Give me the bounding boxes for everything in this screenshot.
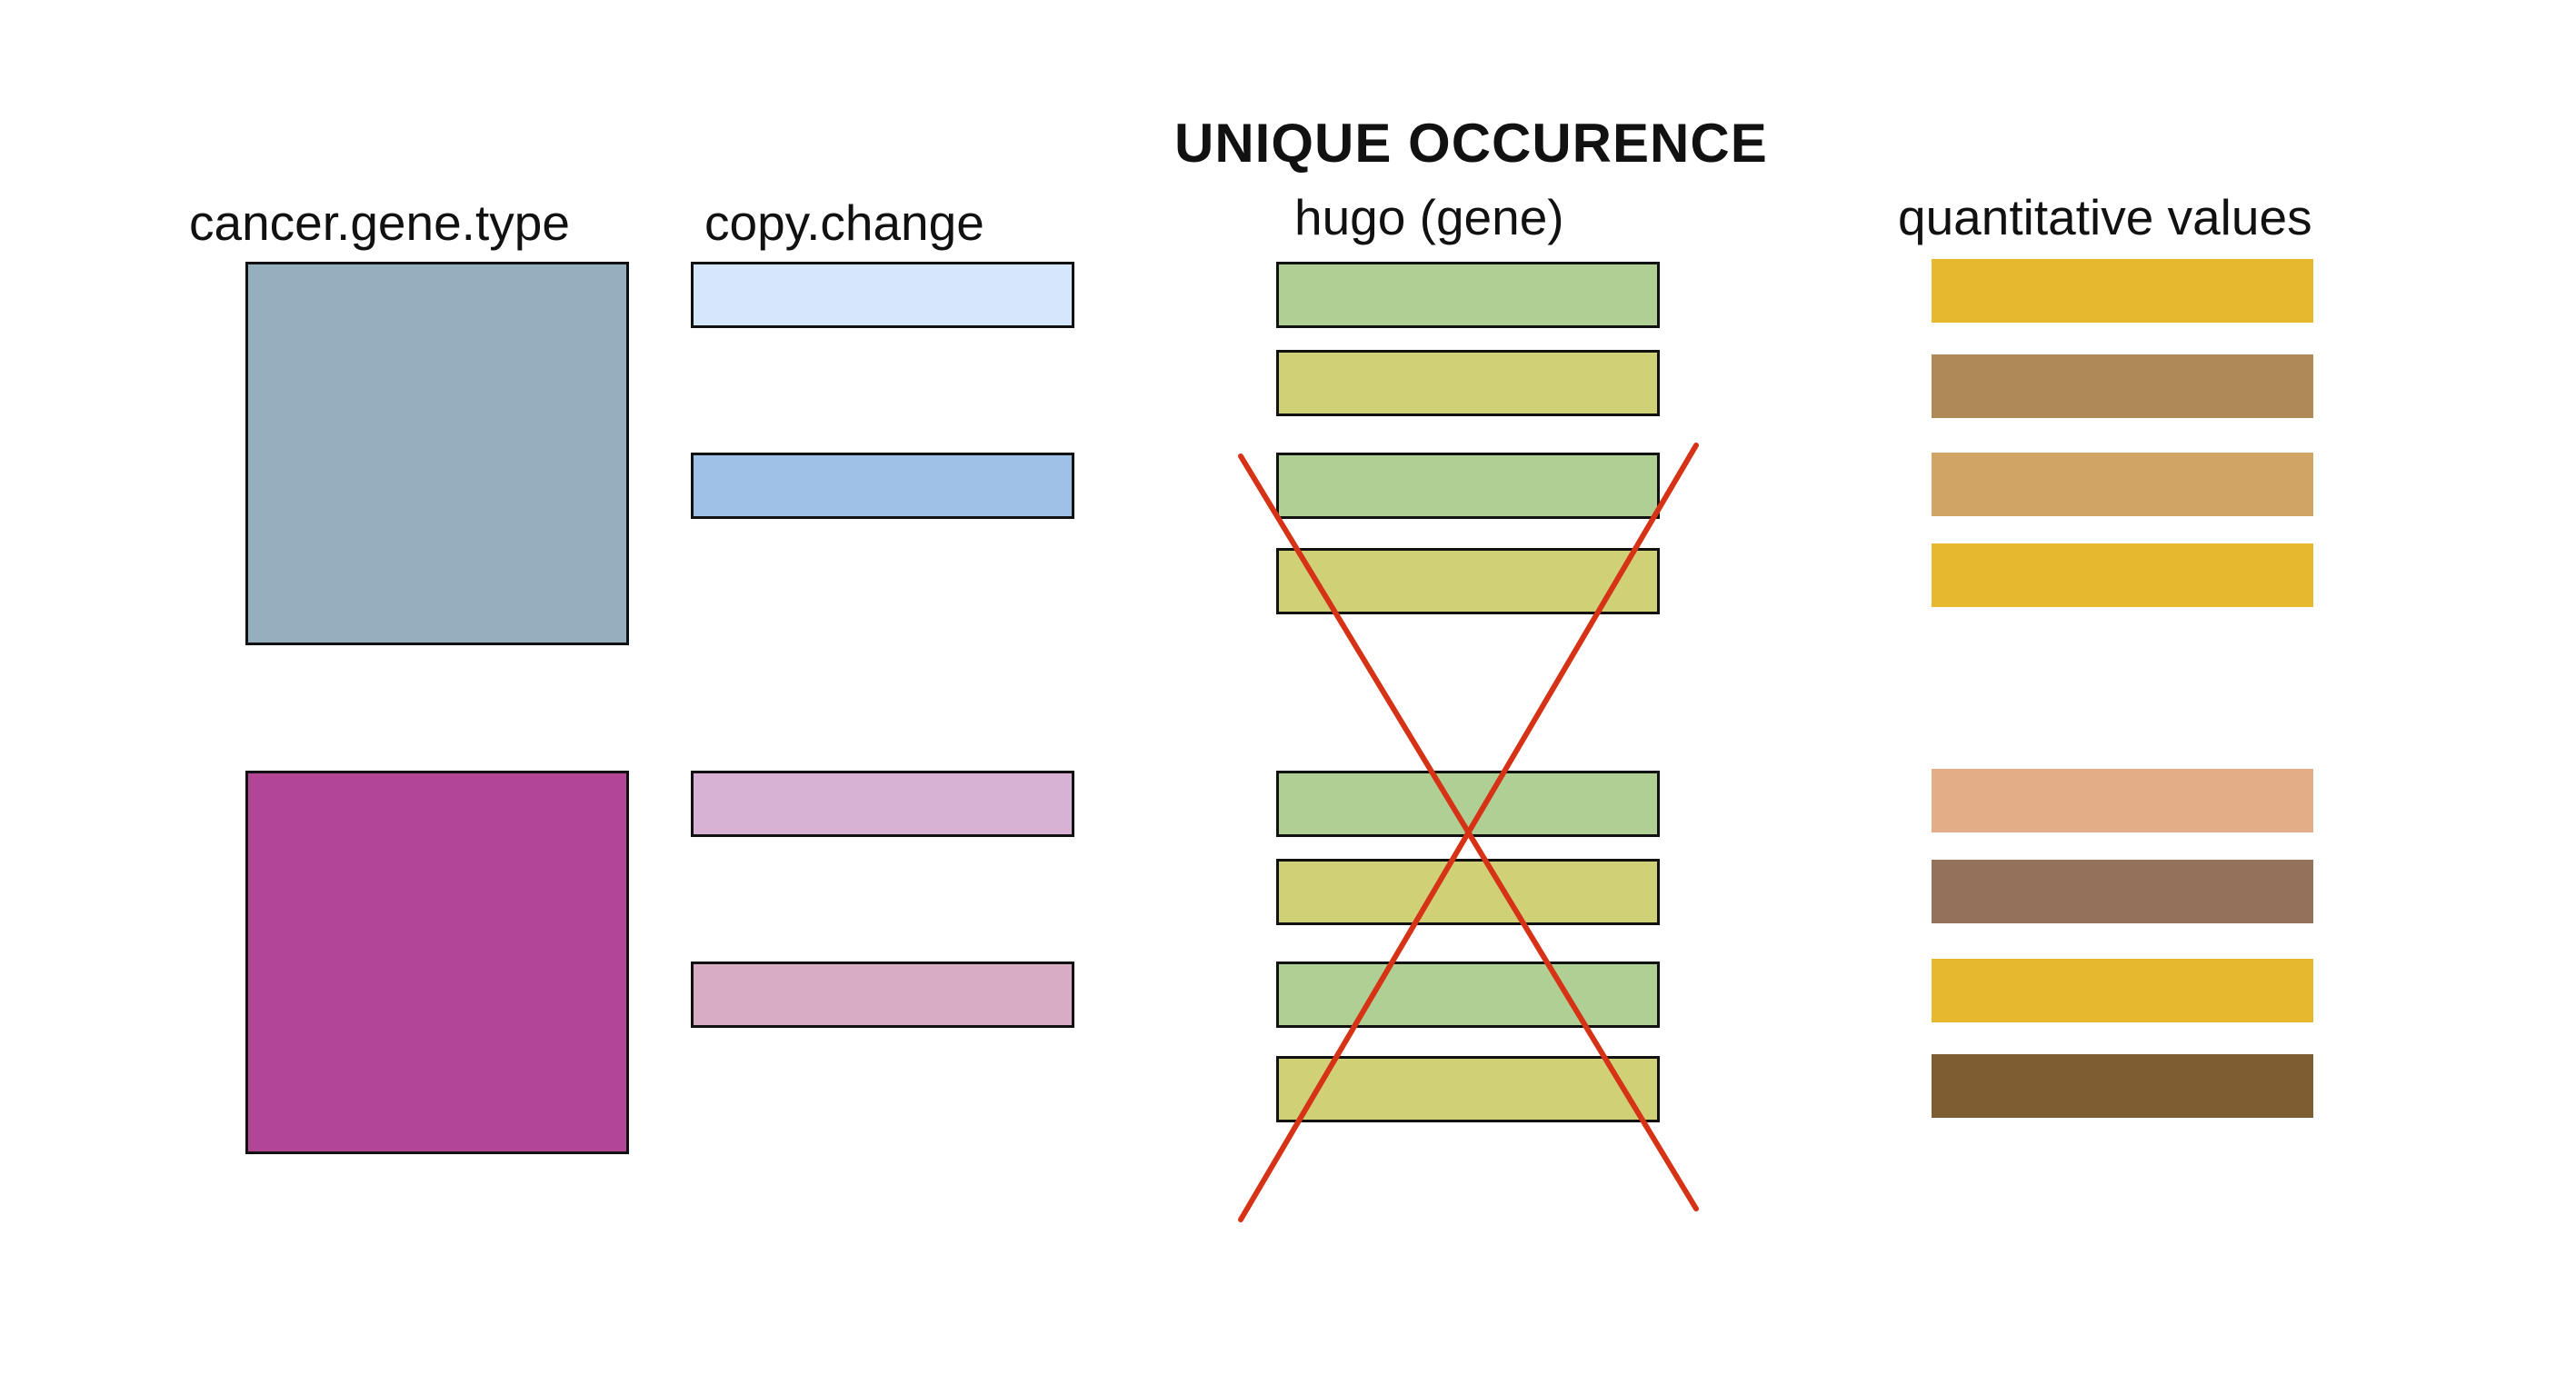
hugo-gene-bar: [1276, 771, 1660, 837]
quantitative-value-bar: [1932, 769, 2313, 832]
quantitative-value-bar: [1932, 959, 2313, 1022]
copy-change-bar: [691, 453, 1074, 519]
cancer-gene-type-block: [245, 771, 629, 1154]
hugo-gene-bar: [1276, 350, 1660, 416]
quantitative-value-bar: [1932, 1054, 2313, 1118]
copy-change-bar: [691, 962, 1074, 1028]
quantitative-value-bar: [1932, 259, 2313, 323]
quantitative-values-label: quantitative values: [1898, 189, 2312, 245]
quantitative-value-bar: [1932, 354, 2313, 418]
cancer-gene-type-block: [245, 262, 629, 645]
quantitative-value-bar: [1932, 453, 2313, 516]
quantitative-value-bar: [1932, 860, 2313, 923]
hugo-gene-bar: [1276, 262, 1660, 328]
cancer-gene-type-label: cancer.gene.type: [189, 194, 570, 251]
hugo-gene-bar: [1276, 453, 1660, 519]
diagram-title: UNIQUE OCCURENCE: [1174, 113, 1768, 174]
hugo-gene-bar: [1276, 548, 1660, 614]
copy-change-bar: [691, 771, 1074, 837]
hugo-gene-label: hugo (gene): [1294, 189, 1564, 245]
hugo-gene-bar: [1276, 1056, 1660, 1122]
hugo-gene-bar: [1276, 859, 1660, 925]
copy-change-bar: [691, 262, 1074, 328]
quantitative-value-bar: [1932, 543, 2313, 607]
copy-change-label: copy.change: [704, 194, 984, 251]
hugo-gene-bar: [1276, 962, 1660, 1028]
